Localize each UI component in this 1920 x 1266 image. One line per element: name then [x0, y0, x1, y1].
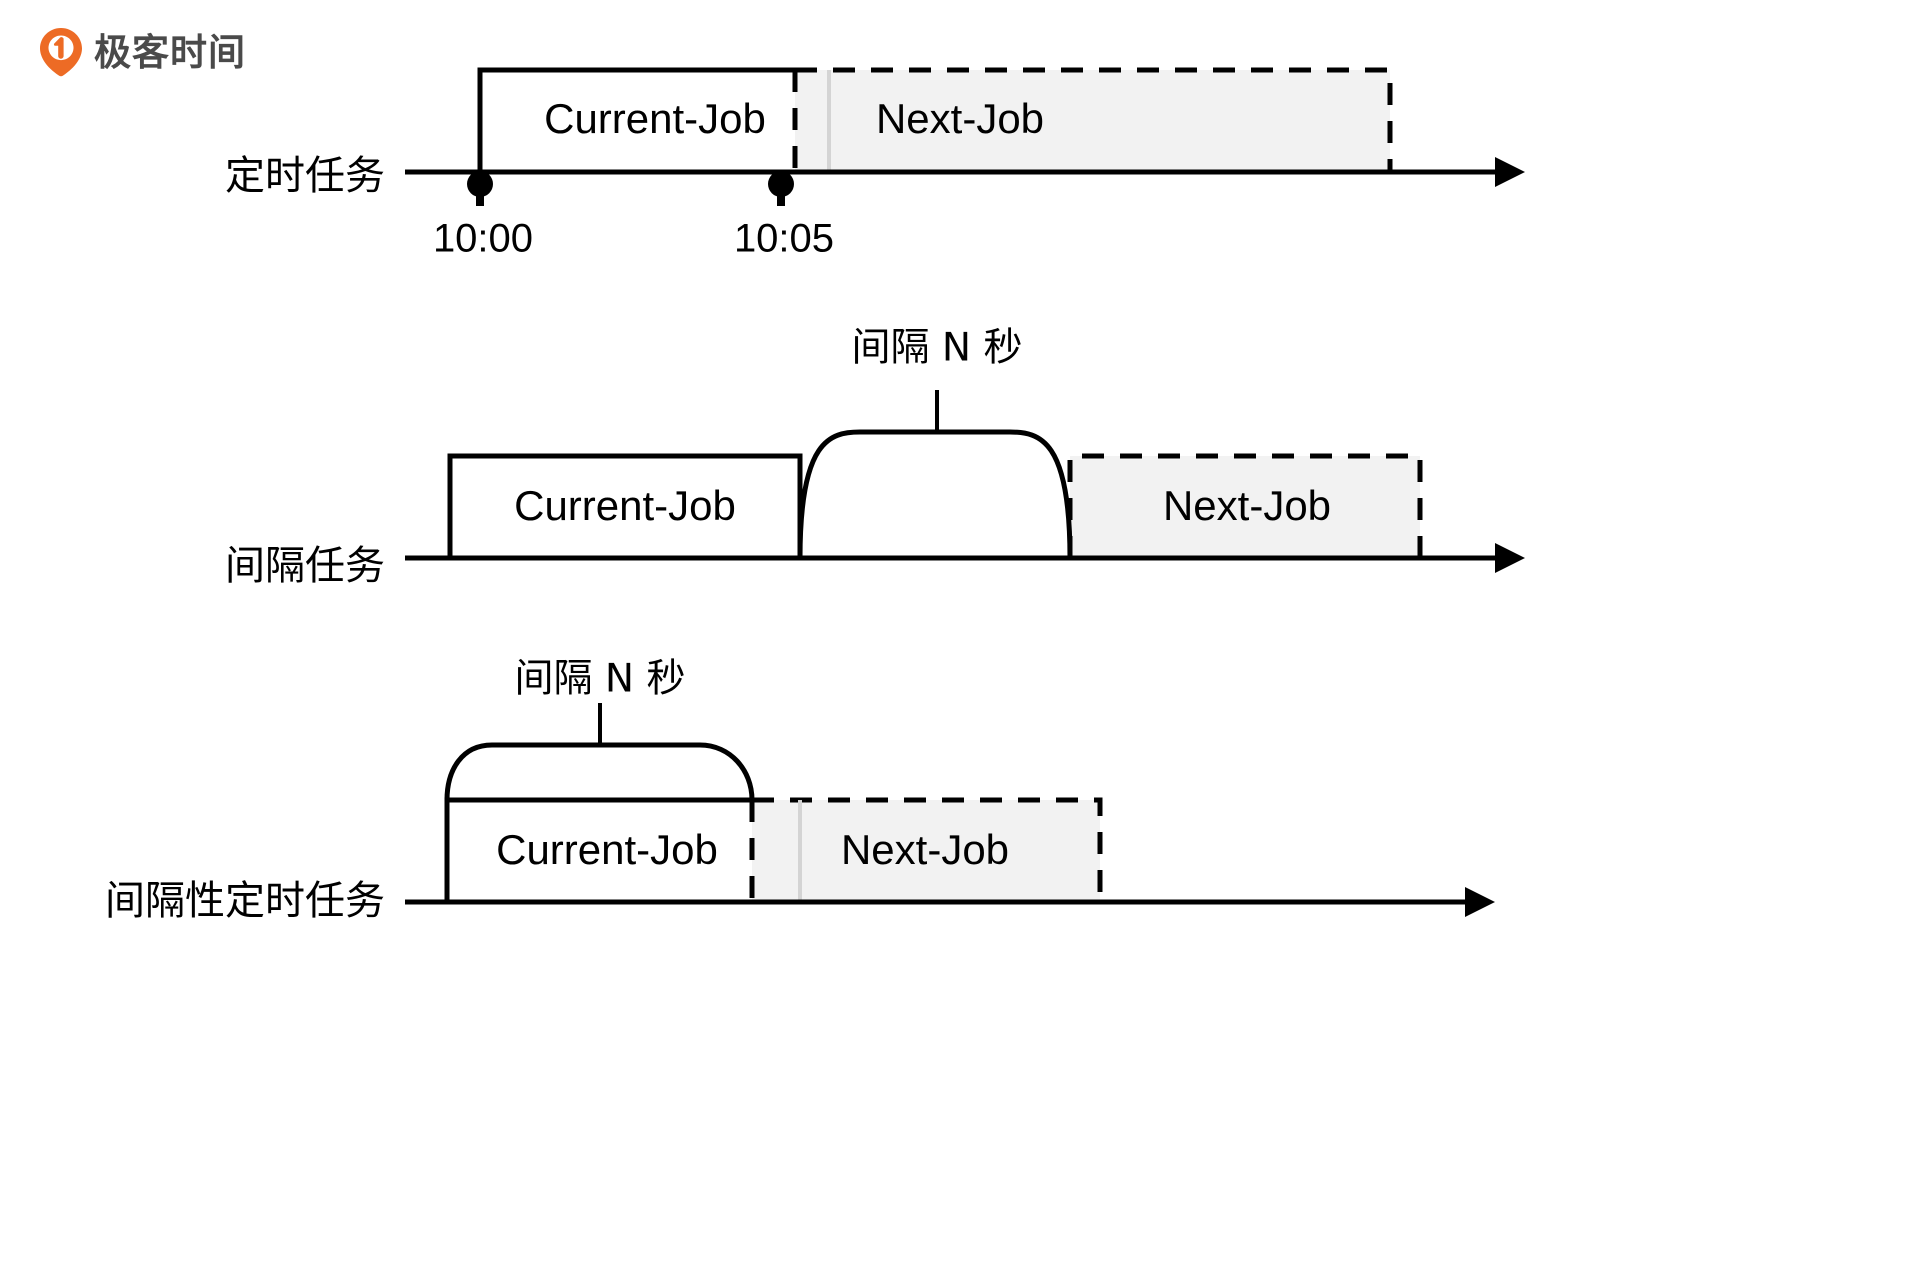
row-interval-task: 间隔任务 Current-Job Next-Job 间隔 N 秒 [225, 326, 1525, 589]
timeline-arrow-row1 [1495, 157, 1525, 187]
tick-marker-row1-0 [467, 171, 493, 206]
brand-logo: 极客时间 [38, 26, 246, 78]
timeline-arrow-row2 [1495, 543, 1525, 573]
timeline-arrow-row3 [1465, 887, 1495, 917]
next-job-fill-row2 [1070, 456, 1420, 558]
row-scheduled-task: 定时任务 Current-Job Next-Job 10:00 10:05 [225, 67, 1525, 261]
next-job-fill-row3 [752, 800, 1100, 902]
next-job-box-row2 [1067, 453, 1423, 558]
interval-bracket-row2 [797, 429, 1073, 559]
current-job-box-row1 [477, 67, 795, 172]
interval-label-row2: 间隔 N 秒 [852, 326, 1023, 371]
tick-marker-row1-1 [768, 171, 794, 206]
current-job-label-row2: Current-Job [514, 482, 736, 529]
current-job-box-row3 [444, 797, 752, 902]
row-interval-scheduled-task: 间隔性定时任务 Current-Job Next-Job 间隔 N 秒 [105, 657, 1495, 924]
next-job-label-row1: Next-Job [876, 95, 1044, 142]
interval-label-row3: 间隔 N 秒 [515, 657, 686, 702]
row-label-interval-scheduled-task: 间隔性定时任务 [105, 878, 385, 924]
row-label-interval-task: 间隔任务 [225, 543, 385, 589]
row-label-scheduled-task: 定时任务 [225, 153, 385, 199]
current-job-label-row1: Current-Job [544, 95, 766, 142]
tick-label-row1-1: 10:05 [734, 217, 834, 261]
interval-bracket-row3 [444, 742, 755, 801]
next-job-box-row3 [752, 797, 1103, 902]
current-job-label-row3: Current-Job [496, 826, 718, 873]
next-job-label-row2: Next-Job [1163, 482, 1331, 529]
tick-label-row1-0: 10:00 [433, 217, 533, 261]
geektime-pin-icon [40, 28, 82, 77]
next-job-label-row3: Next-Job [841, 826, 1009, 873]
brand-name: 极客时间 [94, 30, 246, 74]
next-job-box-row1 [795, 67, 1393, 172]
next-job-fill-row1 [795, 70, 1390, 172]
